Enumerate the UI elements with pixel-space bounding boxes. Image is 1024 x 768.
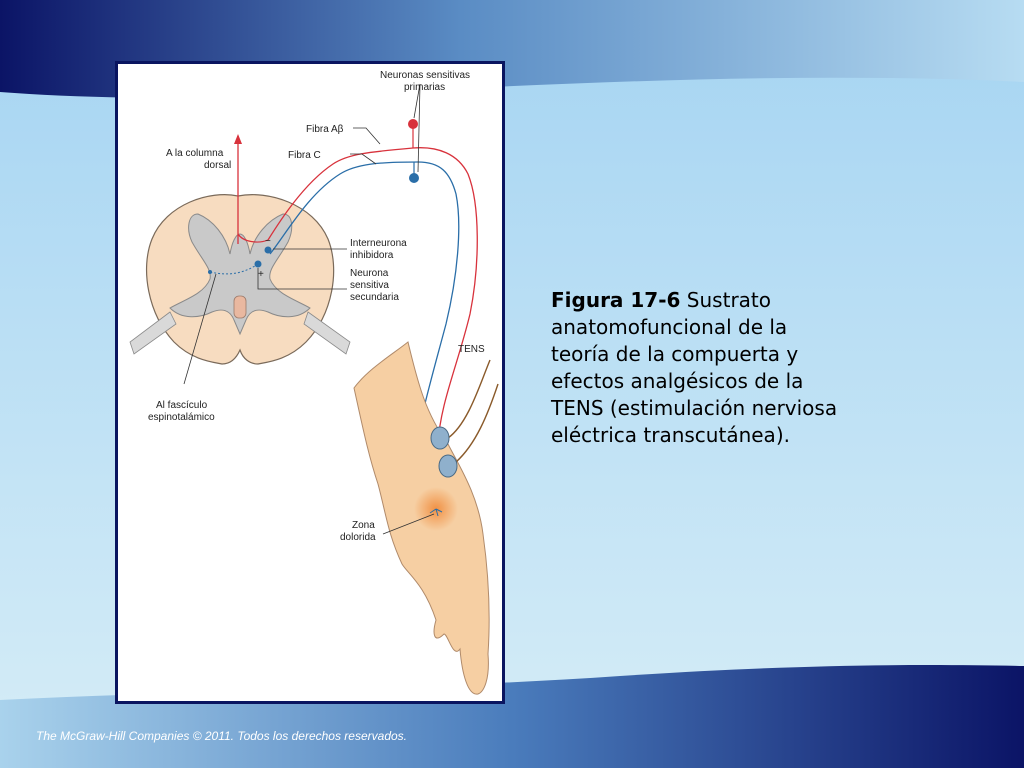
label-dorsal-column-1: A la columna	[166, 148, 224, 159]
label-spinothalamic-2: espinotalámico	[148, 412, 215, 423]
label-spinothalamic-1: Al fascículo	[156, 400, 208, 411]
c-neuron-body	[409, 173, 419, 183]
figure-frame: − + Neuronas sensitivas primarias Fibra …	[115, 61, 505, 704]
label-fiber-ab: Fibra Aβ	[306, 124, 344, 135]
label-secondary-2: sensitiva	[350, 280, 389, 291]
label-pain-zone-2: dolorida	[340, 532, 376, 543]
label-interneuron-2: inhibidora	[350, 250, 394, 261]
label-secondary-1: Neurona	[350, 268, 389, 279]
label-fiber-c: Fibra C	[288, 150, 321, 161]
label-interneuron-1: Interneurona	[350, 238, 407, 249]
plus-sign: +	[258, 269, 264, 280]
label-secondary-3: secundaria	[350, 292, 399, 303]
spinal-cord-section	[129, 194, 351, 365]
gate-theory-diagram: − + Neuronas sensitivas primarias Fibra …	[129, 70, 499, 695]
tens-electrode-upper	[430, 426, 450, 450]
label-primary-neurons-1: Neuronas sensitivas	[380, 70, 470, 81]
label-primary-neurons-2: primarias	[404, 82, 445, 93]
label-pain-zone-1: Zona	[352, 520, 375, 531]
ab-neuron-body	[408, 119, 418, 129]
copyright-footer: The McGraw-Hill Companies © 2011. Todos …	[36, 729, 408, 743]
label-dorsal-column-2: dorsal	[204, 160, 231, 171]
dorsal-column-arrow-icon	[234, 134, 242, 144]
figure-caption: Figura 17-6 Sustrato anatomofuncional de…	[551, 287, 851, 449]
caption-text: Sustrato anatomofuncional de la teoría d…	[551, 288, 838, 447]
interneuron-dot	[264, 246, 272, 254]
tens-electrode-lower	[438, 454, 458, 478]
caption-figure-number: Figura 17-6	[551, 288, 681, 312]
minus-sign: −	[265, 236, 271, 247]
label-tens: TENS	[458, 344, 485, 355]
